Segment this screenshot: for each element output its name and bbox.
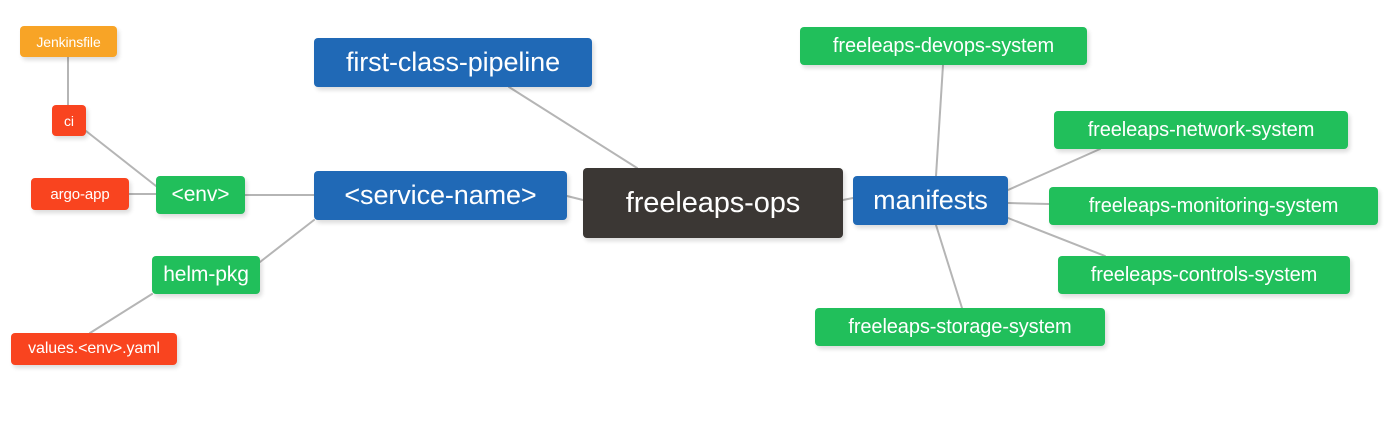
node-freeleaps-monitoring-system[interactable]: freeleaps-monitoring-system <box>1049 187 1378 225</box>
node-helm-pkg[interactable]: helm-pkg <box>152 256 260 294</box>
edge-manifests-storage <box>935 224 963 309</box>
node-freeleaps-devops-system[interactable]: freeleaps-devops-system <box>800 27 1087 65</box>
node-manifests[interactable]: manifests <box>853 176 1008 225</box>
edge-first-class-pipeline-freeleaps-ops <box>508 86 638 169</box>
node-freeleaps-network-system[interactable]: freeleaps-network-system <box>1054 111 1348 149</box>
node-service-name[interactable]: <service-name> <box>314 171 567 220</box>
edge-manifests-devops <box>935 64 944 177</box>
node-jenkinsfile[interactable]: Jenkinsfile <box>20 26 117 57</box>
node-env[interactable]: <env> <box>156 176 245 214</box>
edge-manifests-network <box>1007 148 1101 191</box>
node-argo-app[interactable]: argo-app <box>31 178 129 210</box>
node-ci[interactable]: ci <box>52 105 86 136</box>
edge-service-name-freeleaps-ops <box>566 195 584 201</box>
node-freeleaps-controls-system[interactable]: freeleaps-controls-system <box>1058 256 1350 294</box>
node-freeleaps-storage-system[interactable]: freeleaps-storage-system <box>815 308 1105 346</box>
edge-values-yaml-helm-pkg <box>89 293 153 334</box>
node-first-class-pipeline[interactable]: first-class-pipeline <box>314 38 592 87</box>
edge-manifests-monitoring <box>1007 202 1050 205</box>
node-freeleaps-ops[interactable]: freeleaps-ops <box>583 168 843 238</box>
node-values-yaml[interactable]: values.<env>.yaml <box>11 333 177 365</box>
edge-helm-pkg-service-name <box>259 219 315 263</box>
edge-freeleaps-ops-manifests <box>842 197 854 201</box>
